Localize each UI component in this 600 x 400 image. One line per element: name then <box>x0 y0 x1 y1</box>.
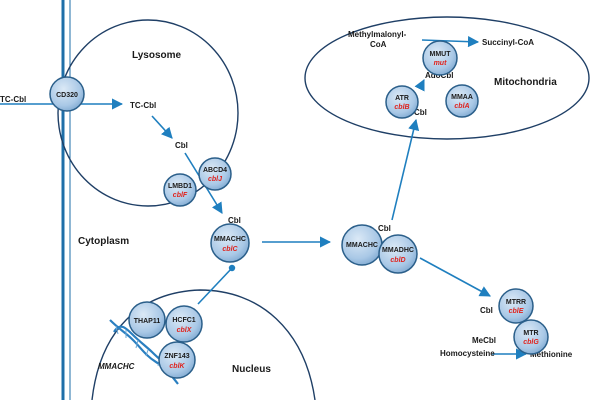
cbl-cytoplasm-label: Cbl <box>228 216 241 225</box>
nucleus-regulation-line <box>197 267 233 305</box>
svg-text:MMACHC: MMACHC <box>214 236 246 243</box>
svg-text:cblD: cblD <box>390 257 405 264</box>
protein-mmaa: MMAA cblA <box>445 84 479 118</box>
svg-text:mut: mut <box>434 60 448 67</box>
svg-text:ZNF143: ZNF143 <box>164 353 189 360</box>
svg-text:MMUT: MMUT <box>430 51 452 58</box>
svg-text:cblJ: cblJ <box>208 176 223 183</box>
methionine-label: Methionine <box>530 350 573 359</box>
homocysteine-label: Homocysteine <box>440 349 495 358</box>
complex-to-mtrr-arrow <box>419 257 491 297</box>
svg-text:MTR: MTR <box>523 330 538 337</box>
svg-text:cblX: cblX <box>177 327 193 334</box>
cbl-lysosome-label: Cbl <box>175 141 188 150</box>
svg-text:CD320: CD320 <box>56 92 78 99</box>
mitochondria-compartment <box>304 16 590 140</box>
protein-znf143: ZNF143 cblK <box>158 341 196 379</box>
complex-to-mito-arrow <box>391 118 420 221</box>
svg-text:MMAA: MMAA <box>451 94 473 101</box>
svg-text:cblA: cblA <box>454 103 469 110</box>
cytoplasm-label: Cytoplasm <box>78 236 129 247</box>
methylmalonyl-to-succinyl-arrow <box>421 36 480 48</box>
svg-text:MTRR: MTRR <box>506 299 526 306</box>
tccbl-lysosome-label: TC-Cbl <box>130 101 156 110</box>
svg-text:ATR: ATR <box>395 95 409 102</box>
svg-text:cblG: cblG <box>523 339 539 346</box>
protein-mmadhc: MMADHC cblD <box>378 234 418 274</box>
protein-mtrr: MTRR cblE <box>498 288 534 324</box>
svg-text:HCFC1: HCFC1 <box>172 317 195 324</box>
svg-text:cblC: cblC <box>222 246 238 253</box>
protein-mtr: MTR cblG <box>513 319 549 355</box>
cbl-mtrr-label: Cbl <box>480 306 493 315</box>
svg-text:MMADHC: MMADHC <box>382 247 414 254</box>
methylmalonyl-coa-label-2: CoA <box>370 40 387 49</box>
nucleus-label: Nucleus <box>232 364 271 375</box>
protein-mmachc-complex: MMACHC <box>341 224 383 266</box>
svg-text:cblF: cblF <box>173 192 188 199</box>
tccbl-outside-label: TC-Cbl <box>0 95 26 104</box>
svg-text:cblK: cblK <box>169 363 185 370</box>
atr-to-mmut-arrow <box>414 78 425 92</box>
lysosome-compartment <box>57 19 239 207</box>
protein-mmachc-cytoplasm: MMACHC cblC <box>210 223 250 263</box>
cbl-complex-label: Cbl <box>378 224 391 233</box>
cbl-mito-label: Cbl <box>414 108 427 117</box>
svg-text:MMACHC: MMACHC <box>346 242 378 249</box>
succinyl-coa-label: Succinyl-CoA <box>482 38 534 47</box>
svg-text:cblE: cblE <box>509 308 524 315</box>
protein-mmut: MMUT mut <box>422 40 458 76</box>
svg-text:cblB: cblB <box>394 104 409 111</box>
protein-atr: ATR cblB <box>385 85 419 119</box>
methylmalonyl-coa-label-1: Methylmalonyl- <box>348 30 407 39</box>
mitochondria-label: Mitochondria <box>494 77 557 88</box>
protein-lmbd1: LMBD1 cblF <box>163 173 197 207</box>
regulation-dot <box>228 264 236 272</box>
mecbl-label: MeCbl <box>472 336 496 345</box>
svg-text:THAP11: THAP11 <box>134 318 161 325</box>
protein-abcd4: ABCD4 cblJ <box>198 157 232 191</box>
protein-thap11: THAP11 <box>128 301 166 339</box>
svg-text:ABCD4: ABCD4 <box>203 167 227 174</box>
protein-hcfc1: HCFC1 cblX <box>165 305 203 343</box>
svg-text:LMBD1: LMBD1 <box>168 183 192 190</box>
tccbl-to-cbl-arrow <box>151 115 173 139</box>
protein-cd320: CD320 <box>49 76 85 112</box>
lysosome-label: Lysosome <box>132 50 182 61</box>
nucleus-compartment <box>91 289 316 400</box>
mmachc-gene-label: MMACHC <box>98 362 135 371</box>
